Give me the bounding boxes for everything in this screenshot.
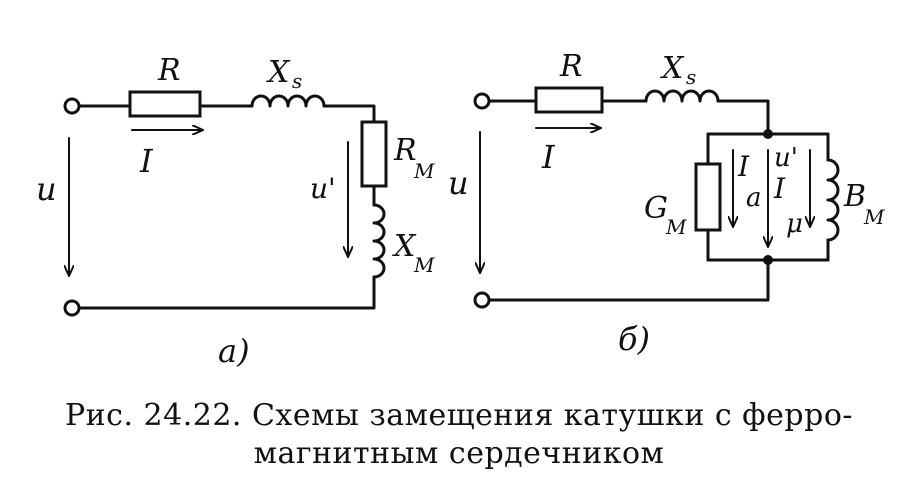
label-bm-b: B xyxy=(843,179,866,214)
node-top-b xyxy=(763,129,773,139)
label-xs-a: X xyxy=(266,55,291,90)
inductor-xs-b xyxy=(644,89,720,103)
label-gm-b: G xyxy=(644,191,668,226)
label-imu-b: I xyxy=(773,172,786,205)
label-i-b: I xyxy=(541,138,556,176)
resistor-r-b xyxy=(534,86,604,114)
resistor-rm-a xyxy=(360,120,388,188)
label-gm-sub-b: M xyxy=(665,215,687,239)
label-u-prime-a: u' xyxy=(310,172,336,205)
figure-caption-line-1: Рис. 24.22. Схемы замещения катушки с фе… xyxy=(64,398,854,433)
inductor-bm-b xyxy=(826,158,840,242)
label-i-a: I xyxy=(139,142,154,180)
inductor-xs-a xyxy=(250,94,326,108)
terminal-bottom-a xyxy=(63,299,81,317)
wire-a-5 xyxy=(77,275,376,310)
label-xs-sub-a: s xyxy=(292,69,302,93)
label-xs-b: X xyxy=(660,51,685,86)
label-bm-sub-b: M xyxy=(863,205,885,229)
terminal-top-b xyxy=(473,92,491,110)
wire-a-3 xyxy=(322,104,376,124)
label-xm-a: X xyxy=(392,229,417,264)
label-r-a: R xyxy=(157,53,181,88)
circuit-a: R X s I u u' R M X M а) xyxy=(36,53,435,370)
inductor-xm-a xyxy=(372,203,386,279)
label-ia-sub-b: a xyxy=(746,183,762,213)
label-u-prime-b: u' xyxy=(774,143,798,173)
label-xs-sub-b: s xyxy=(686,65,696,89)
resistor-r-a xyxy=(128,90,202,118)
label-rm-sub-a: M xyxy=(413,159,435,183)
label-r-b: R xyxy=(559,49,583,84)
circuit-b: R X s I u G M I a u' I μ B M б) xyxy=(448,49,885,358)
terminal-bottom-b xyxy=(473,291,491,309)
wire-b-return xyxy=(487,258,770,302)
caption-a: а) xyxy=(218,332,250,370)
caption-b: б) xyxy=(618,320,650,358)
label-imu-sub-b: μ xyxy=(786,209,803,239)
label-u-a: u xyxy=(36,170,57,208)
label-rm-a: R xyxy=(393,133,417,168)
circuit-diagrams: R X s I u u' R M X M а) xyxy=(36,49,885,370)
terminal-top-a xyxy=(63,97,81,115)
wire-b-3 xyxy=(716,99,770,136)
conductance-gm-b xyxy=(694,162,722,232)
label-ia-b: I xyxy=(737,150,750,183)
figure-caption-line-2: магнитным сердечником xyxy=(253,436,665,471)
label-u-b: u xyxy=(448,164,469,202)
label-xm-sub-a: M xyxy=(413,253,435,277)
